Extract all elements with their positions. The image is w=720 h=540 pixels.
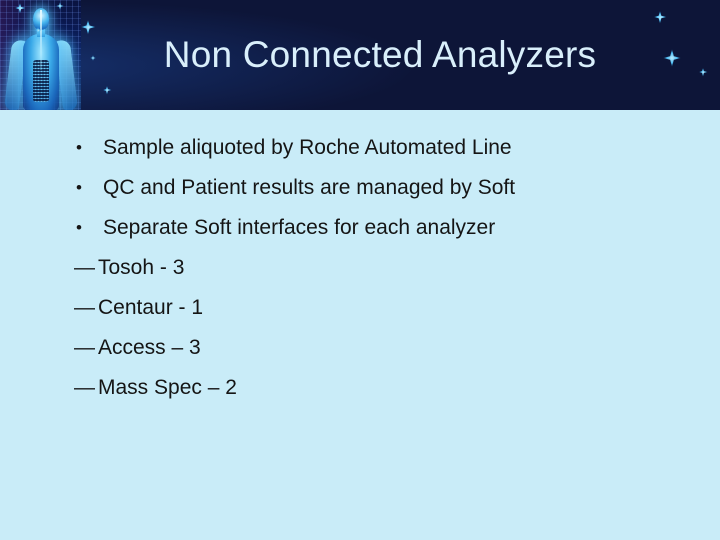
sparkle-star-icon (698, 67, 708, 77)
sparkle-star-icon (102, 85, 112, 95)
list-item: • Separate Soft interfaces for each analy… (0, 208, 720, 248)
bullet-marker-icon: • (76, 138, 82, 157)
figure-core-circuitry (33, 60, 49, 102)
list-item-label: Sample aliquoted by Roche Automated Line (103, 136, 512, 159)
list-item: —Tosoh - 3 (0, 248, 720, 288)
human-anatomy-figure-image (0, 0, 81, 110)
sparkle-star-icon (653, 10, 667, 24)
dash-marker-icon: — (74, 336, 95, 359)
bullet-marker-icon: • (76, 178, 82, 197)
list-item-label: Access – 3 (98, 336, 201, 359)
list-item: —Access – 3 (0, 328, 720, 368)
list-item-label: Tosoh - 3 (98, 256, 185, 279)
dash-marker-icon: — (74, 296, 95, 319)
list-item-label: Separate Soft interfaces for each analyz… (103, 216, 496, 239)
list-item: • QC and Patient results are managed by S… (0, 168, 720, 208)
list-item: —Centaur - 1 (0, 288, 720, 328)
list-item: —Mass Spec – 2 (0, 368, 720, 408)
sparkle-star-icon (90, 55, 96, 61)
sparkle-star-icon (80, 19, 96, 35)
list-item: • Sample aliquoted by Roche Automated Lin… (0, 128, 720, 168)
slide-content: • Sample aliquoted by Roche Automated Lin… (0, 110, 720, 540)
list-item-label: Mass Spec – 2 (98, 376, 237, 399)
bullet-marker-icon: • (76, 218, 82, 237)
figure-spine-line (40, 10, 42, 70)
dash-marker-icon: — (74, 256, 95, 279)
slide-header-banner: Non Connected Analyzers (0, 0, 720, 110)
dash-marker-icon: — (74, 376, 95, 399)
sparkle-star-icon (663, 49, 681, 67)
list-item-label: Centaur - 1 (98, 296, 204, 319)
page-title: Non Connected Analyzers (163, 34, 597, 75)
list-item-label: QC and Patient results are managed by So… (103, 176, 516, 199)
